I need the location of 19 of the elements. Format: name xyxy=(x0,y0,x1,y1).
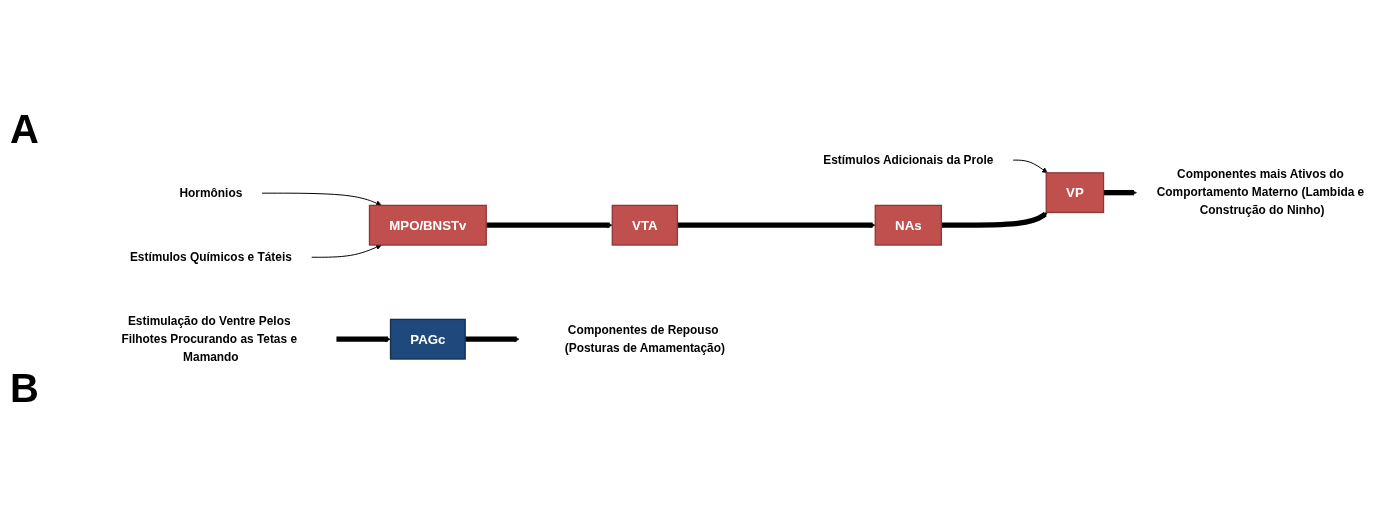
node-text: Componentes mais Ativos do Comportamento Materno (Lambida e Construção do Ninho) xyxy=(1156,168,1365,218)
node-box: PAGc xyxy=(389,319,466,361)
node-box: MPO/BNSTv xyxy=(368,205,487,247)
node-text: Componentes de Repouso (Posturas de Amamentação) xyxy=(564,323,725,355)
node-text: Estimulação do Ventre Pelos Filhotes Procurando as Tetas e Mamando xyxy=(121,314,298,364)
arrow xyxy=(941,212,1048,229)
node-box: VTA xyxy=(611,205,679,247)
arrow xyxy=(1103,190,1137,196)
node-text: Estímulos Adicionais da Prole xyxy=(823,153,994,167)
panel-letter: A xyxy=(10,107,40,152)
panel-letter: B xyxy=(10,366,40,411)
node-box: VP xyxy=(1045,172,1105,214)
arrow xyxy=(486,222,613,229)
node-text: Hormônios xyxy=(179,186,243,200)
node-text: Estímulos Químicos e Táteis xyxy=(129,250,292,264)
arrow xyxy=(677,222,876,229)
arrow xyxy=(336,336,391,343)
arrow xyxy=(465,336,520,343)
node-box: NAs xyxy=(874,205,943,247)
